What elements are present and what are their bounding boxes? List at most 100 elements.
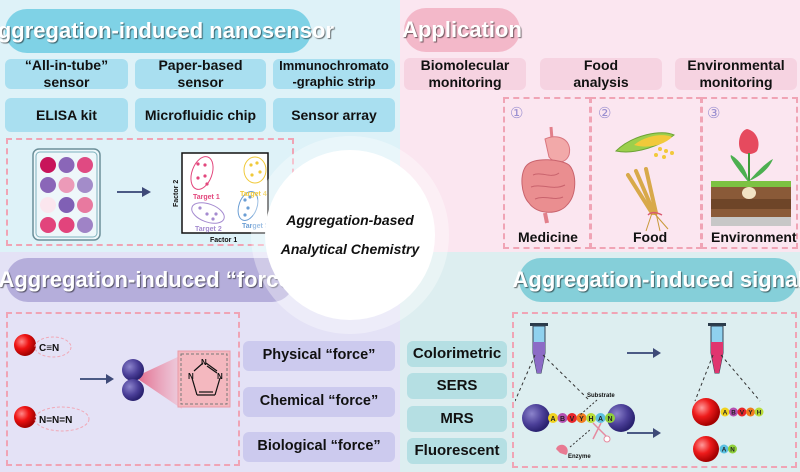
plate-well [77, 197, 93, 213]
plate-well [77, 157, 93, 173]
peptide-bead-letter: A [598, 416, 603, 423]
peptide-bead-letter: V [740, 409, 745, 416]
click-chemistry-figure: C≡N N=N=N N N N [14, 334, 231, 432]
nanosensor-item-immunochromatographic: Immunochromato -graphic strip [273, 58, 395, 89]
plate-well [77, 217, 93, 233]
plate-well [58, 197, 75, 213]
application-panel-environment [701, 97, 798, 249]
nanosensor-item-paper-based: Paper-based sensor [135, 57, 266, 90]
arrow-icon [80, 374, 114, 384]
application-item-environmental: Environmental monitoring [675, 57, 797, 90]
peptide-bead-letter: N [730, 446, 735, 453]
peptide-bead [728, 444, 737, 454]
signal-item-fluorescent: Fluorescent [407, 438, 507, 464]
force-panel [6, 312, 240, 466]
signal-item-mrs: MRS [407, 406, 507, 432]
peptide-bead [605, 413, 615, 423]
arrow-icon [117, 187, 151, 197]
peptide-bead [737, 407, 747, 417]
peptide-bead [720, 407, 730, 417]
plate-well [77, 177, 93, 193]
panel-number-3: ③ [707, 105, 721, 122]
label-medicine: Medicine [518, 229, 578, 245]
plate-well [40, 197, 56, 213]
arrow-icon [627, 348, 661, 358]
triazole-ring-icon [191, 362, 221, 396]
peptide-bead [557, 413, 568, 423]
group-cyano: C≡N [39, 343, 59, 354]
nanoparticle-purple-2 [122, 379, 144, 401]
nanosensor-item-microfluidic: Microfluidic chip [135, 98, 266, 132]
peptide-bead-letter: A [550, 416, 555, 423]
peptide-bead-letter: A [723, 409, 728, 416]
peptide-bead-letter: Y [748, 409, 753, 416]
peptide-bead-letter: V [570, 416, 575, 423]
plot-label-target-2: Target 2 [195, 226, 222, 233]
force-item-chemical: Chemical “force” [243, 387, 395, 417]
peptide-bead-letter: A [722, 446, 727, 453]
plate-well [58, 157, 75, 173]
peptide-bead [567, 413, 577, 423]
plot-label-target-3: Target 3 [242, 223, 269, 230]
group-azide: N=N=N [39, 415, 72, 426]
tube-purple-icon [530, 323, 548, 374]
corn-wheat-icon [614, 132, 675, 232]
plate-well [58, 177, 75, 193]
peptide-bead [576, 413, 587, 423]
nanosensor-item-all-in-tube: “All-in-tube” sensor [5, 57, 128, 90]
plot-xlabel: Factor 1 [210, 237, 237, 244]
nanosensor-item-sensor-array: Sensor array [273, 98, 395, 132]
force-item-physical: Physical “force” [243, 341, 395, 371]
intestine-icon [521, 126, 576, 224]
nanosensor-title: Aggregation-induced nanosensor [0, 9, 334, 53]
panel-number-1: ① [510, 105, 524, 122]
center-title-line2: Analytical Chemistry [280, 241, 420, 257]
plot-label-target-4: Target 4 [240, 191, 267, 198]
application-item-biomolecular: Biomolecular monitoring [404, 57, 526, 90]
nanoparticle-red-fragment-1 [692, 398, 720, 426]
plate-well [40, 177, 56, 193]
plate-well [40, 157, 56, 173]
nanoparticle-purple-right [607, 404, 635, 432]
application-title: Application [402, 8, 522, 52]
label-environment: Environment [711, 229, 797, 245]
nanoparticle-red-1 [14, 334, 36, 356]
enzyme-icon [556, 444, 568, 455]
signal-title: Aggregation-induced signal [513, 258, 800, 302]
plate-well [40, 217, 56, 233]
application-item-food: Food analysis [540, 57, 662, 90]
peptide-bead-letter: B [731, 409, 736, 416]
center-title-line1: Aggregation-based [286, 211, 414, 228]
center-circle: Aggregation-based Analytical Chemistry [265, 150, 435, 320]
nanoparticle-purple-left [522, 404, 550, 432]
ring-atom-n3: N [217, 372, 223, 381]
signal-panel [512, 312, 797, 468]
peptide-bead [729, 407, 738, 417]
score-plot: Target 1 Target 4 Target 2 Target 3 Fact… [173, 152, 269, 244]
force-item-biological: Biological “force” [243, 432, 395, 462]
well-plate [32, 148, 101, 241]
peptide-bead [595, 413, 606, 423]
signal-item-sers: SERS [407, 373, 507, 399]
peptide-bead-letter: Y [579, 416, 584, 423]
peptide-bead [586, 413, 596, 423]
enzyme-label: Enzyme [568, 454, 591, 460]
peptide-bead-letter: H [588, 416, 593, 423]
peptide-bead-letter: N [607, 416, 612, 423]
peptide-bead-letter: H [757, 409, 762, 416]
nanoparticle-purple-1 [122, 359, 144, 381]
arrow-icon [627, 428, 661, 438]
plot-ylabel: Factor 2 [173, 180, 180, 207]
sensor-array-figure: Target 1 Target 4 Target 2 Target 3 Fact… [32, 148, 269, 244]
nanosensor-item-elisa: ELISA kit [5, 98, 128, 132]
tube-pink-icon [708, 323, 726, 374]
peptide-bead-letter: B [560, 416, 565, 423]
peptide-bead [548, 413, 558, 423]
label-food: Food [633, 229, 668, 245]
plot-label-target-1: Target 1 [193, 194, 220, 201]
ring-atom-n1: N [201, 358, 207, 367]
